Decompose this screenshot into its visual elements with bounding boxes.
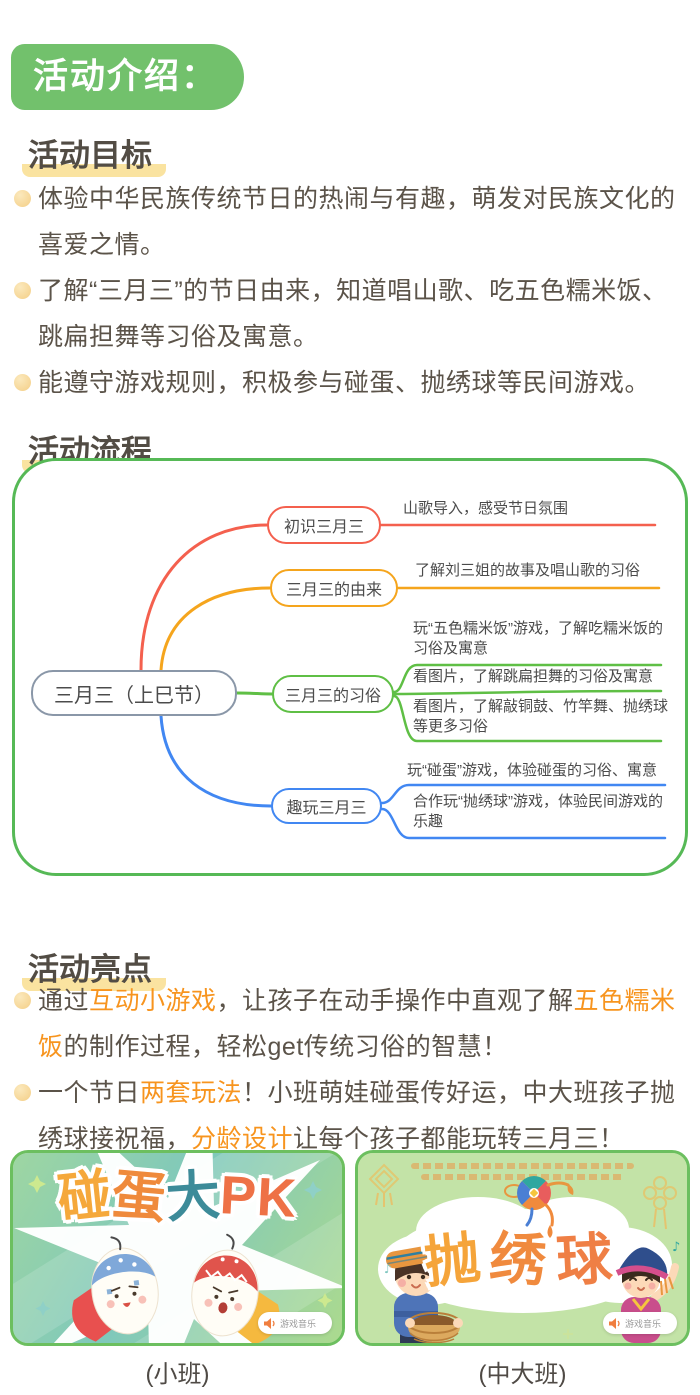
title-char: 碰 xyxy=(54,1164,115,1230)
game-card-senior: ♪ ♪ ♪ 抛绣球 游戏音乐 (中大班) xyxy=(355,1150,690,1389)
embroidered-ball-icon xyxy=(504,1176,574,1238)
game-card-junior: 碰蛋大PK 游戏音乐 (小班) xyxy=(10,1150,345,1389)
goals-list: 体验中华民族传统节日的热闹与有趣，萌发对民族文化的喜爱之情。 了解“三月三”的节… xyxy=(14,176,690,406)
highlights-title-text: 活动亮点 xyxy=(22,951,166,991)
title-char: PK xyxy=(218,1165,299,1229)
highlight-item: 通过互动小游戏，让孩子在动手操作中直观了解五色糯米饭的制作过程，轻松get传统习… xyxy=(14,978,690,1070)
bullet-dot xyxy=(14,1084,31,1101)
bullet-dot xyxy=(14,992,31,1009)
woven-basket xyxy=(405,1312,463,1343)
game-cover-paoxiuqiu: ♪ ♪ ♪ 抛绣球 游戏音乐 xyxy=(355,1150,690,1346)
highlight-text: ，让孩子在动手操作中直观了解 xyxy=(216,987,574,1015)
audio-button[interactable]: 游戏音乐 xyxy=(603,1312,677,1334)
goal-item: 能遵守游戏规则，积极参与碰蛋、抛绣球等民间游戏。 xyxy=(14,360,690,406)
hat-fringe xyxy=(660,1276,674,1296)
decorative-fine-print xyxy=(420,1174,625,1180)
highlight-accent: 分龄设计 xyxy=(191,1125,294,1153)
audio-button[interactable]: 游戏音乐 xyxy=(258,1312,332,1334)
mindmap-leaf: 玩“五色糯米饭”游戏，了解吃糯米饭的习俗及寓意 xyxy=(413,620,663,657)
goal-text: 体验中华民族传统节日的热闹与有趣，萌发对民族文化的喜爱之情。 xyxy=(38,185,676,259)
card-caption-senior: (中大班) xyxy=(478,1361,567,1388)
boy-character xyxy=(385,1245,463,1343)
game-gallery: 碰蛋大PK 游戏音乐 (小班) xyxy=(10,1150,690,1389)
sparkle-stars xyxy=(28,1175,333,1316)
goals-title: 活动目标 xyxy=(22,130,166,177)
pengdan-title: 碰蛋大PK xyxy=(13,1164,342,1230)
mindmap-leaf: 合作玩“抛绣球”游戏，体验民间游戏的乐趣 xyxy=(413,793,663,830)
audio-label: 游戏音乐 xyxy=(280,1318,317,1329)
goal-item: 体验中华民族传统节日的热闹与有趣，萌发对民族文化的喜爱之情。 xyxy=(14,176,690,268)
bullet-dot xyxy=(14,282,31,299)
highlights-list: 通过互动小游戏，让孩子在动手操作中直观了解五色糯米饭的制作过程，轻松get传统习… xyxy=(14,978,690,1162)
intro-badge: 活动介绍： xyxy=(11,44,245,110)
highlight-accent: 两套玩法 xyxy=(140,1079,243,1107)
highlight-text: 的制作过程，轻松get传统习俗的智慧！ xyxy=(63,1033,508,1061)
audio-label: 游戏音乐 xyxy=(625,1318,662,1329)
goal-item: 了解“三月三”的节日由来，知道唱山歌、吃五色糯米饭、跳扁担舞等习俗及寓意。 xyxy=(14,268,690,360)
goal-text: 能遵守游戏规则，积极参与碰蛋、抛绣球等民间游戏。 xyxy=(38,369,651,397)
mindmap-leaf: 了解刘三姐的故事及唱山歌的习俗 xyxy=(415,562,641,579)
title-char: 蛋 xyxy=(109,1164,169,1230)
goals-title-text: 活动目标 xyxy=(22,137,166,177)
corner-knot-decorations xyxy=(368,1163,677,1339)
highlight-text: 通过 xyxy=(38,987,90,1015)
speaker-icon xyxy=(264,1317,275,1329)
game-cover-pengdan: 碰蛋大PK 游戏音乐 xyxy=(10,1150,345,1346)
title-char: 球 xyxy=(554,1226,624,1293)
bullet-dot xyxy=(14,190,31,207)
highlight-accent: 互动小游戏 xyxy=(89,987,217,1015)
mindmap-leaf: 看图片，了解敲铜鼓、竹竿舞、抛绣球等更多习俗 xyxy=(413,698,669,735)
mindmap-container: 三月三（上巳节） 初识三月三 三月三的由来 三月三的习俗 趣玩三月三 山歌导入，… xyxy=(12,458,688,876)
bullet-dot xyxy=(14,374,31,391)
title-char: 绣 xyxy=(487,1225,558,1294)
mindmap-connector-lines xyxy=(139,523,667,840)
mindmap-branch-node-1: 初识三月三 xyxy=(267,506,381,544)
title-char: 抛 xyxy=(420,1224,494,1295)
mindmap-root-node: 三月三（上巳节） xyxy=(31,670,237,716)
mindmap-branch-node-4: 趣玩三月三 xyxy=(271,788,382,824)
highlight-item: 一个节日两套玩法！小班萌娃碰蛋传好运，中大班孩子抛绣球接祝福，分龄设计让每个孩子… xyxy=(14,1070,690,1162)
highlight-text: ！小班萌娃碰蛋传好运，中大班孩子抛绣球接祝福， xyxy=(38,1079,676,1153)
pengdan-illustration xyxy=(14,1153,342,1343)
paoxiuqiu-illustration: ♪ ♪ ♪ xyxy=(368,1163,680,1343)
speaker-icon xyxy=(609,1317,620,1329)
svg-text:♪: ♪ xyxy=(384,1262,392,1276)
highlights-title: 活动亮点 xyxy=(22,944,166,991)
card-caption-junior: (小班) xyxy=(145,1361,210,1388)
mindmap-leaf: 山歌导入，感受节日氛围 xyxy=(403,500,569,517)
music-notes: ♪ ♪ ♪ xyxy=(384,1240,680,1280)
mindmap-leaf: 玩“碰蛋”游戏，体验碰蛋的习俗、寓意 xyxy=(407,762,657,779)
goal-text: 了解“三月三”的节日由来，知道唱山歌、吃五色糯米饭、跳扁担舞等习俗及寓意。 xyxy=(38,277,668,351)
highlight-text: 让每个孩子都能玩转三月三！ xyxy=(293,1125,625,1153)
svg-text:♪: ♪ xyxy=(582,1260,593,1280)
starburst-shape xyxy=(14,1153,342,1343)
highlight-accent: 五色糯米饭 xyxy=(38,987,676,1061)
highlight-text: 一个节日 xyxy=(38,1079,141,1107)
paoxiuqiu-title: 抛绣球 xyxy=(358,1215,687,1296)
mindmap-leaf: 看图片，了解跳扁担舞的习俗及寓意 xyxy=(413,668,654,685)
mindmap-branch-node-3: 三月三的习俗 xyxy=(272,675,394,713)
svg-text:♪: ♪ xyxy=(672,1240,680,1255)
egg-character-left xyxy=(72,1236,159,1342)
mindmap-branch-node-2: 三月三的由来 xyxy=(270,569,398,607)
title-char: 大 xyxy=(163,1165,223,1229)
decorative-fine-print xyxy=(410,1163,635,1169)
